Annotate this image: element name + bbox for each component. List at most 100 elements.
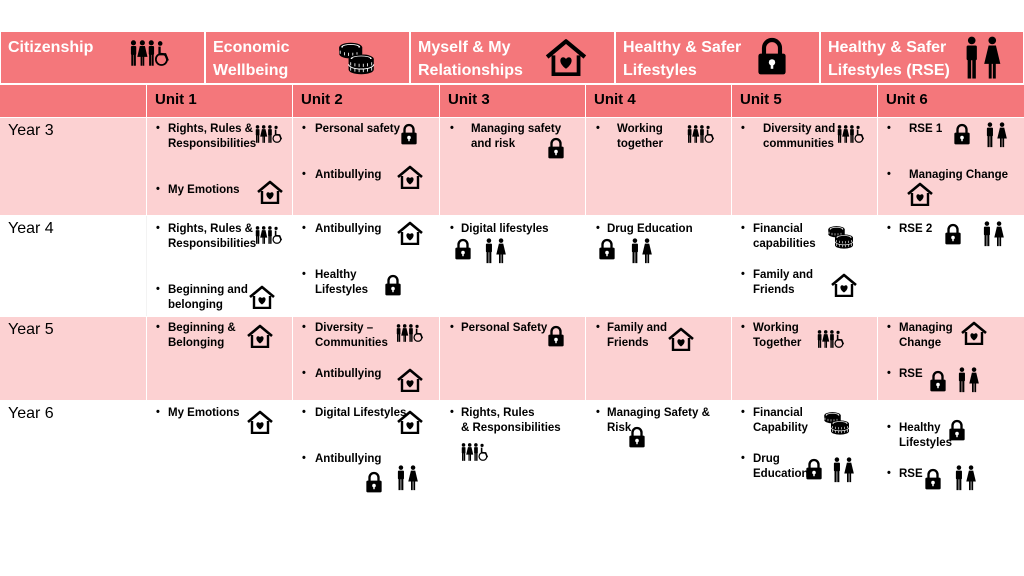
topic-item: Rights, Rules & Responsibilities <box>168 123 257 150</box>
bullet: • <box>887 467 891 479</box>
man-woman-icon <box>628 238 654 264</box>
topic-item: Drug Education <box>753 453 809 480</box>
people-group-icon <box>127 39 173 67</box>
year-3-row: Year 3 • Rights, Rules & Responsibilitie… <box>0 117 1024 215</box>
bullet: • <box>741 406 745 418</box>
house-heart-icon <box>544 38 588 76</box>
topic-item: Antibullying <box>315 368 382 380</box>
key-label: Healthy & Safer Lifestyles <box>623 39 742 79</box>
topic-item: Antibullying <box>315 453 382 465</box>
topic-item: RSE <box>899 368 923 380</box>
bullet: • <box>741 452 745 464</box>
topic-item: Digital lifestyles <box>461 223 549 235</box>
house-heart-icon <box>396 410 424 434</box>
bullet: • <box>596 321 600 333</box>
bullet: • <box>302 367 306 379</box>
topic-item: Diversity – Communities <box>315 322 388 349</box>
bullet: • <box>450 406 454 418</box>
topic-item: Rights, Rules & Responsibilities <box>461 407 561 434</box>
bullet: • <box>596 222 600 234</box>
bullet: • <box>156 122 160 134</box>
bullet: • <box>302 452 306 464</box>
topic-item: Beginning & Belonging <box>168 322 236 349</box>
topic-item: Family and Friends <box>607 322 668 349</box>
key-myself-relationships: Myself & My Relationships <box>410 31 615 84</box>
topic-item: Personal Safety <box>461 322 548 334</box>
padlock-icon <box>929 370 947 392</box>
year-label: Year 4 <box>8 220 54 237</box>
people-group-icon <box>254 225 284 245</box>
topic-item: Antibullying <box>315 169 382 181</box>
bullet: • <box>302 122 306 134</box>
man-woman-icon <box>955 367 981 393</box>
topic-item: Healthy Lifestyles <box>899 422 953 449</box>
padlock-icon <box>628 426 646 448</box>
key-healthy-safer-rse: Healthy & Safer Lifestyles (RSE) <box>820 31 1024 84</box>
padlock-icon <box>948 419 966 441</box>
topic-item: RSE 2 <box>899 223 933 235</box>
padlock-icon <box>365 471 383 493</box>
man-woman-icon <box>830 457 856 483</box>
topic-item: My Emotions <box>168 184 240 196</box>
topic-item: Working Together <box>753 322 802 349</box>
topic-item: Managing safety and risk <box>471 123 562 150</box>
house-heart-icon <box>830 273 858 297</box>
key-label: Economic Wellbeing <box>213 39 290 79</box>
bullet: • <box>302 321 306 333</box>
padlock-icon <box>944 223 962 245</box>
bullet: • <box>887 321 891 333</box>
unit-header: Unit 5 <box>731 85 877 117</box>
man-woman-icon <box>980 221 1006 247</box>
key-citizenship: Citizenship <box>0 31 205 84</box>
unit-header: Unit 2 <box>292 85 439 117</box>
bullet: • <box>302 168 306 180</box>
bullet: • <box>741 268 745 280</box>
padlock-icon <box>805 458 823 480</box>
bullet: • <box>887 122 891 134</box>
man-woman-icon <box>952 465 978 491</box>
year-4-row: Year 4 • Rights, Rules & Responsibilitie… <box>0 215 1024 316</box>
topic-item: RSE <box>899 468 923 480</box>
key-label: Healthy & Safer Lifestyles (RSE) <box>828 39 950 79</box>
coins-icon <box>336 41 378 75</box>
people-group-icon <box>816 329 846 349</box>
coins-icon <box>826 224 856 250</box>
topic-item: Healthy Lifestyles <box>315 269 369 296</box>
bullet: • <box>156 222 160 234</box>
bullet: • <box>302 222 306 234</box>
house-heart-icon <box>256 180 284 204</box>
house-heart-icon <box>667 327 695 351</box>
bullet: • <box>887 367 891 379</box>
unit-header: Unit 6 <box>877 85 1024 117</box>
people-group-icon <box>395 323 425 343</box>
bullet: • <box>741 122 745 134</box>
topic-item: Working together <box>617 123 663 150</box>
topic-item: RSE 1 <box>909 123 943 135</box>
topic-item: Managing Safety & Risk <box>607 407 710 434</box>
topic-item: Financial Capability <box>753 407 808 434</box>
house-heart-icon <box>396 221 424 245</box>
man-woman-icon <box>394 465 420 491</box>
man-woman-icon <box>959 36 1005 80</box>
bullet: • <box>887 168 891 180</box>
topic-item: Financial capabilities <box>753 223 816 250</box>
bullet: • <box>156 406 160 418</box>
house-heart-icon <box>396 165 424 189</box>
man-woman-icon <box>983 122 1009 148</box>
unit-header-row: Unit 1 Unit 2 Unit 3 Unit 4 Unit 5 Unit … <box>0 85 1024 117</box>
house-heart-icon <box>248 285 276 309</box>
house-heart-icon <box>906 182 934 206</box>
topic-item: Diversity and communities <box>763 123 836 150</box>
topic-item: Antibullying <box>315 223 382 235</box>
house-heart-icon <box>396 368 424 392</box>
topic-item: Digital Lifestyles <box>315 407 407 419</box>
people-group-icon <box>460 442 490 462</box>
topic-item: Rights, Rules & Responsibilities <box>168 223 257 250</box>
bullet: • <box>887 421 891 433</box>
bullet: • <box>741 321 745 333</box>
house-heart-icon <box>246 410 274 434</box>
bullet: • <box>156 321 160 333</box>
padlock-icon <box>384 274 402 296</box>
key-label: Myself & My Relationships <box>418 39 523 79</box>
bullet: • <box>156 283 160 295</box>
